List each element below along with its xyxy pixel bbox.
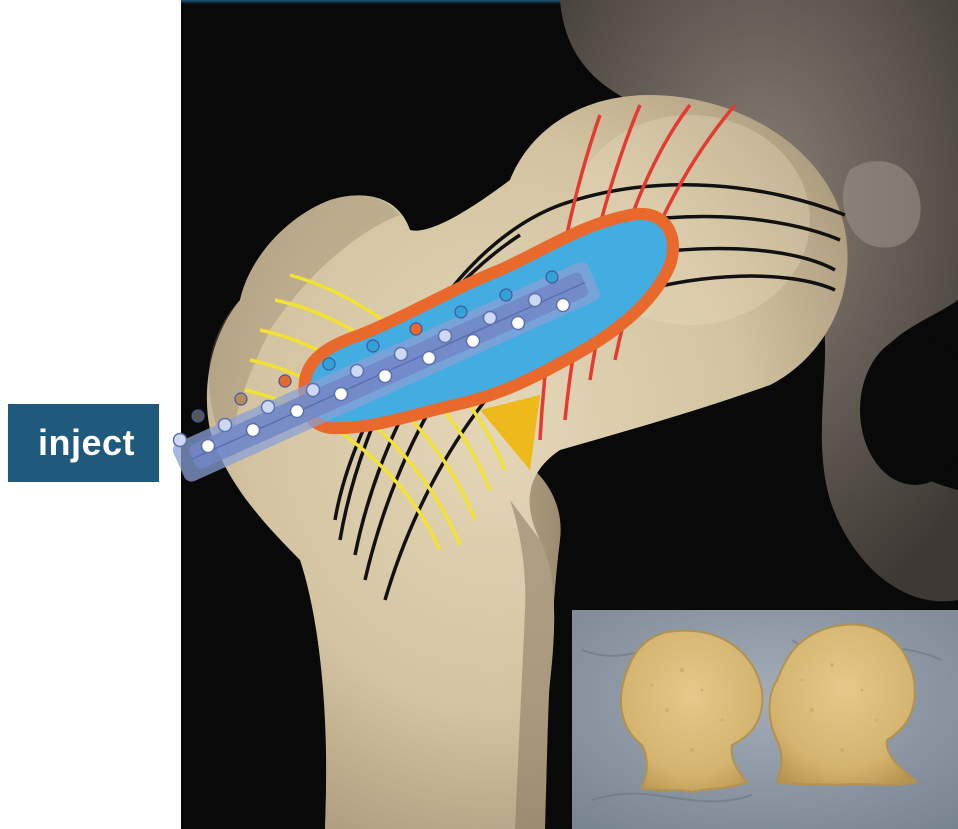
- inject-label: inject: [38, 422, 135, 464]
- specimen-inset-photo: [572, 610, 958, 829]
- inject-label-box: inject: [8, 404, 159, 482]
